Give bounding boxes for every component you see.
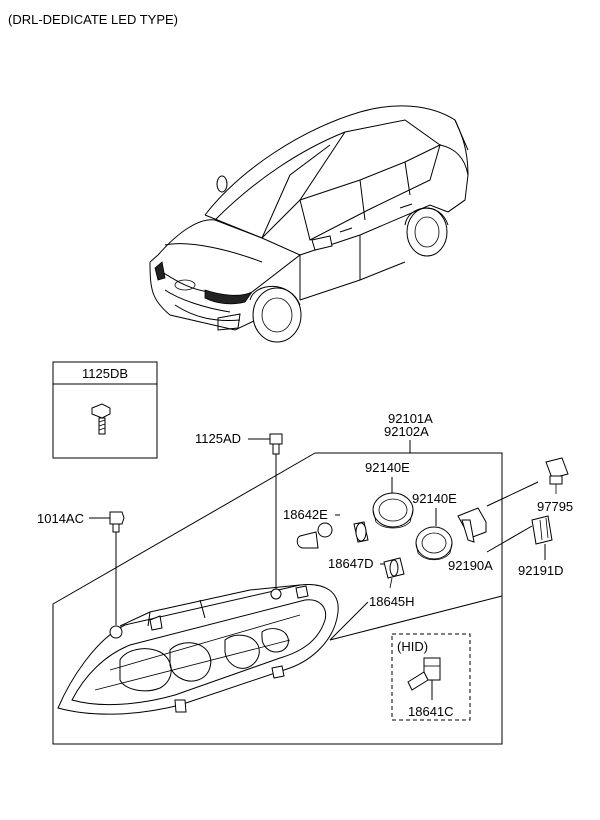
part-1125DB-box: 1125DB [52,361,158,459]
part-label-1014AC: 1014AC [37,511,84,526]
diagram-title: (DRL-DEDICATE LED TYPE) [8,12,178,27]
part-label-92140E-b: 92140E [412,491,457,506]
leader-92190A [486,525,533,553]
part-label-18641C: 18641C [408,704,454,719]
part-label-92191D: 92191D [518,563,564,578]
leader-lamp [329,595,503,641]
bulb-icon [353,521,369,543]
hid-label: (HID) [397,639,428,654]
car-illustration [149,105,469,343]
bolt-icon [109,511,125,533]
socket-connector-icon [457,507,487,543]
part-label-18642E: 18642E [283,507,328,522]
part-label-1125DB: 1125DB [82,366,128,381]
part-label-18645H: 18645H [369,594,415,609]
leader-18645H [329,601,369,641]
connector-icon [545,457,569,494]
part-label-92101A: 92101A [388,411,433,426]
headlamp-assembly [57,583,339,715]
hid-bulb-icon [407,657,441,691]
bulb-icon [383,557,405,589]
leader-97795 [486,481,539,507]
part-label-92190A: 92190A [448,558,493,573]
part-label-18647D: 18647D [328,556,374,571]
part-label-92140E-a: 92140E [365,460,410,475]
assembly-frame [52,452,503,745]
screw-icon [91,403,111,435]
bolt-icon [269,433,283,455]
part-label-97795: 97795 [537,499,573,514]
bulb-cover-ring-icon [415,526,453,561]
hid-box: (HID) 18641C [391,633,471,721]
bulb-socket-icon [296,522,333,549]
connector-icon [531,515,553,545]
bulb-cover-ring-icon [372,492,414,529]
part-label-92102A: 92102A [384,424,429,439]
part-label-1125AD: 1125AD [195,431,241,446]
